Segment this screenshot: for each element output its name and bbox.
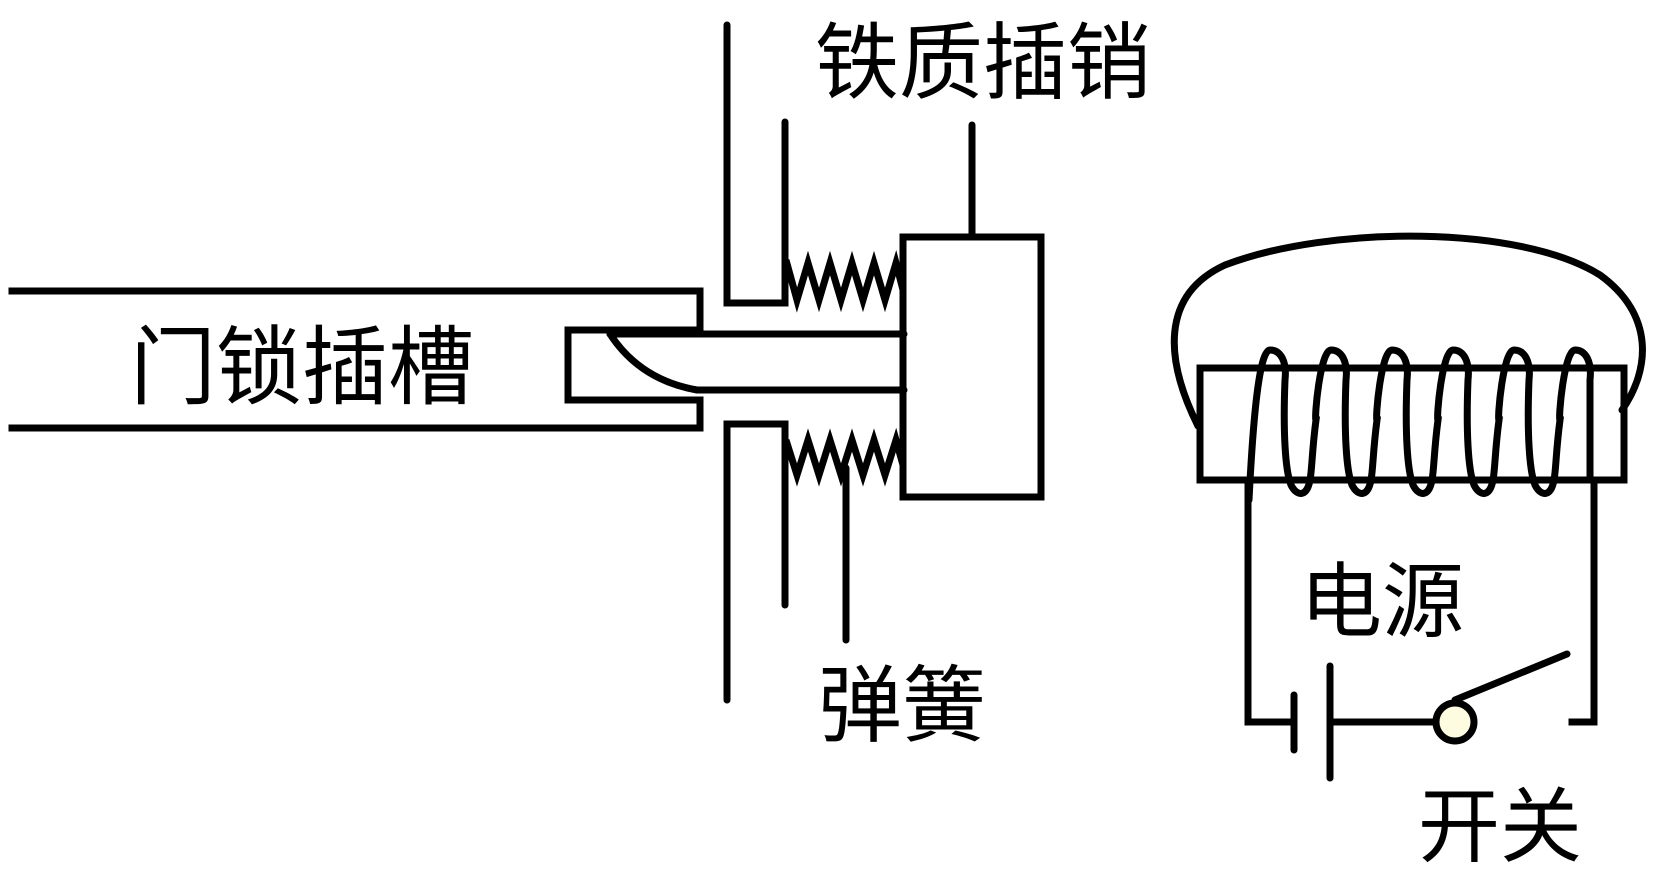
door-lock-slot	[8, 287, 704, 432]
bolt-tip-curve	[606, 330, 701, 394]
upper-spring	[782, 249, 907, 313]
bolt-head	[899, 233, 1045, 501]
spring-label: 弹簧	[818, 657, 986, 755]
circuit	[1244, 476, 1598, 782]
slot-outline	[8, 287, 704, 432]
field-loop-wire	[1170, 232, 1646, 430]
switch-lever[interactable]	[1451, 650, 1571, 704]
iron-bolt	[606, 121, 1045, 501]
power-source-label: 电源	[1300, 555, 1464, 650]
upper-outer-plate	[723, 21, 789, 307]
electromagnet	[1170, 232, 1646, 504]
switch-label: 开关	[1418, 780, 1582, 873]
coil-winding	[1245, 346, 1598, 504]
iron-bolt-label: 铁质插销	[815, 14, 1151, 112]
right-wire	[1568, 476, 1598, 726]
springs	[782, 249, 907, 487]
switch-pivot[interactable]	[1432, 699, 1478, 745]
lower-spring	[782, 427, 907, 487]
left-wire	[1244, 476, 1298, 726]
guide-plates	[723, 21, 850, 704]
lower-outer-plate	[723, 420, 789, 704]
door-slot-label: 门锁插槽	[130, 318, 474, 418]
